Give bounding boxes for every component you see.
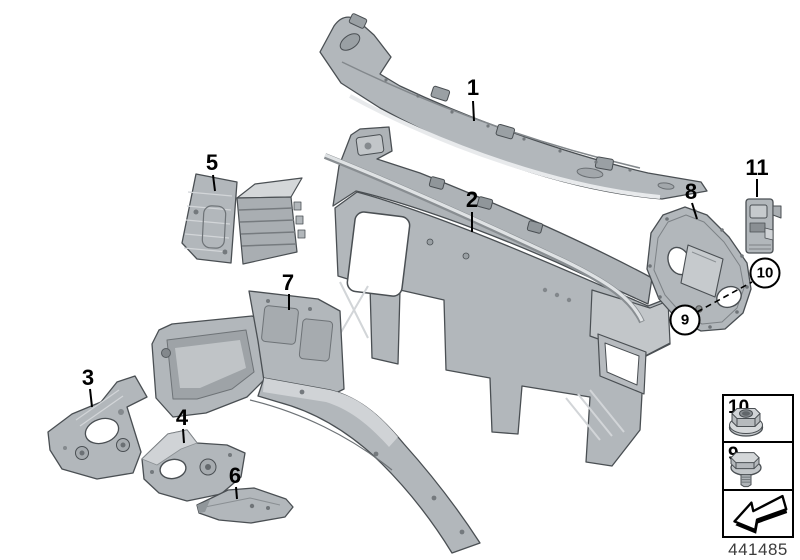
part-7-trough-floor <box>175 340 246 388</box>
callout-10-label: 10 <box>756 264 774 282</box>
part-2-right-brace <box>565 389 625 441</box>
callout-7[interactable]: 7 <box>281 270 295 295</box>
part-3-opening <box>84 417 120 445</box>
leader-line-4 <box>182 428 185 444</box>
part-4-hole <box>150 470 154 474</box>
part-2-duct-opening <box>604 342 640 386</box>
part-3-grommet-hole <box>120 442 126 448</box>
part-2-bracket-hole <box>364 142 372 150</box>
part-2-hole-row <box>542 287 572 303</box>
leader-line-1 <box>472 100 475 122</box>
part-2-rail-clips <box>428 176 544 234</box>
part-1-edge-line <box>341 61 641 169</box>
part-8-center-boss <box>680 244 724 298</box>
part-8-boss-line <box>691 251 717 263</box>
part-4-opening <box>159 458 187 480</box>
part-3-artwork <box>47 375 148 480</box>
leader-line-3 <box>89 388 93 408</box>
part-2-hole <box>462 252 470 260</box>
part-3-hole <box>63 446 67 450</box>
callout-2[interactable]: 2 <box>465 187 479 212</box>
callout-4[interactable]: 4 <box>175 405 189 430</box>
part-1-clip <box>594 156 614 171</box>
part-1-clip <box>348 13 368 29</box>
part-1-artwork <box>319 13 708 200</box>
legend-row-nut[interactable]: 10 <box>724 396 792 441</box>
callout-1[interactable]: 1 <box>466 75 480 100</box>
leader-line-5 <box>212 174 216 192</box>
callout-9-circled[interactable]: 9 <box>669 304 701 336</box>
legend-row-direction <box>724 488 792 536</box>
direction-arrow-icon <box>733 495 788 535</box>
part-5-artwork <box>181 173 306 265</box>
part-5-hole <box>222 249 228 255</box>
part-2-left-brace <box>339 281 369 339</box>
part-1-highlight <box>349 94 661 199</box>
part-5-recess <box>201 205 227 249</box>
part-5-tabs <box>293 201 306 239</box>
callout-9-label: 9 <box>680 311 690 329</box>
leader-line-6 <box>235 486 238 500</box>
leader-lines <box>89 100 758 500</box>
part-6-artwork <box>196 487 294 524</box>
part-5-left-panel <box>181 173 238 264</box>
part-1-left-hole <box>339 33 361 51</box>
part-7-recess <box>261 305 299 345</box>
part-3-hole <box>118 409 124 415</box>
flange-nut-icon <box>728 407 764 437</box>
part-7-bolt-holes <box>299 389 465 535</box>
callout-11[interactable]: 11 <box>745 155 769 180</box>
part-7-hole <box>266 299 270 303</box>
part-5-hole <box>193 209 199 215</box>
part-1-wing-slot <box>576 167 604 179</box>
part-4-hole <box>228 453 232 457</box>
fastener-legend: 10 9 <box>722 394 794 538</box>
part-11-top-detail <box>749 204 768 219</box>
part-1-clip <box>430 85 451 102</box>
callout-6[interactable]: 6 <box>228 463 242 488</box>
part-7-sweep-top-face <box>263 378 398 447</box>
flange-bolt-icon <box>730 452 762 488</box>
part-2-upper-rail <box>332 126 653 305</box>
part-2-left-opening <box>346 211 411 297</box>
part-1-wing-slot <box>657 182 675 190</box>
part-7-artwork <box>151 290 481 554</box>
part-7-recess <box>298 318 334 362</box>
part-4-ring-hole <box>205 464 211 470</box>
part-7-sweep-arm <box>257 377 481 554</box>
part-5-fins <box>238 207 297 247</box>
part-5-box-front <box>236 196 298 265</box>
part-3-edge-ribs <box>75 389 124 427</box>
callout-10-circled[interactable]: 10 <box>749 257 781 289</box>
part-5-box-top <box>236 177 303 199</box>
part-7-tip-hole <box>161 348 171 358</box>
part-7-hole <box>308 307 312 311</box>
diagram-number: 441485 <box>728 540 788 559</box>
leader-line-9-10-dashed <box>696 281 753 313</box>
part-1-clip <box>495 123 516 140</box>
part-2-strut-highlight <box>324 153 644 322</box>
part-11-clip <box>764 227 774 241</box>
part-7-flange-line <box>249 399 393 471</box>
part-1-rivet-holes <box>384 78 632 172</box>
callout-3[interactable]: 3 <box>81 365 95 390</box>
part-2-main-plate <box>334 191 671 467</box>
callout-8[interactable]: 8 <box>684 179 698 204</box>
part-6-body <box>196 487 294 524</box>
callout-5[interactable]: 5 <box>205 150 219 175</box>
part-2-hole <box>426 238 434 246</box>
leader-line-8 <box>691 202 698 220</box>
part-2-artwork <box>323 126 671 467</box>
part-11-lines <box>749 244 771 250</box>
part-6-hole <box>266 506 270 510</box>
part-11-artwork <box>745 198 782 254</box>
part-6-fold-line <box>204 497 281 508</box>
part-11-tab <box>772 205 782 219</box>
part-3-grommet-hole <box>79 450 85 456</box>
part-6-hole <box>249 503 255 509</box>
legend-row-bolt[interactable]: 9 <box>724 441 792 488</box>
part-6-end-face <box>197 500 210 513</box>
part-11-slot <box>749 222 766 233</box>
